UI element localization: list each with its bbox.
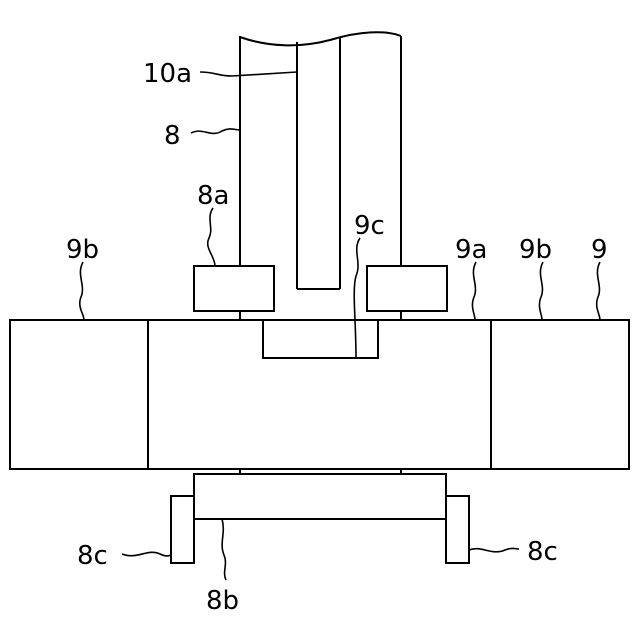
label-9b-right: 9b (519, 235, 552, 265)
leader-9 (597, 262, 600, 320)
side-pad-left-8c (171, 496, 194, 563)
leader-8b (222, 519, 226, 580)
label-9b-left: 9b (66, 235, 99, 265)
label-8b: 8b (206, 586, 239, 616)
clamp-block-left-8a (194, 266, 274, 311)
label-9: 9 (591, 235, 608, 265)
shaft-break-line (240, 32, 401, 45)
plate-outline (10, 320, 629, 469)
label-8c-left: 8c (77, 541, 108, 571)
leader-9b-right (539, 262, 543, 320)
label-9c: 9c (354, 211, 385, 241)
label-8c-right: 8c (527, 537, 558, 567)
leader-8c-right (469, 548, 519, 551)
label-10a: 10a (143, 59, 192, 89)
label-9a: 9a (455, 235, 487, 265)
clamp-block-right-8a (367, 266, 447, 311)
label-8a: 8a (197, 181, 229, 211)
label-8: 8 (164, 121, 181, 151)
leader-10a (200, 72, 297, 76)
bottom-block-8b (194, 474, 446, 519)
inner-slot-10a (297, 38, 340, 289)
leader-9b-left (80, 262, 84, 320)
leader-8a (208, 208, 215, 266)
leader-8 (191, 129, 240, 134)
leader-9a (472, 262, 476, 320)
side-pad-right-8c (446, 496, 469, 563)
leader-8c-left (122, 552, 171, 556)
plate-9 (10, 320, 629, 469)
